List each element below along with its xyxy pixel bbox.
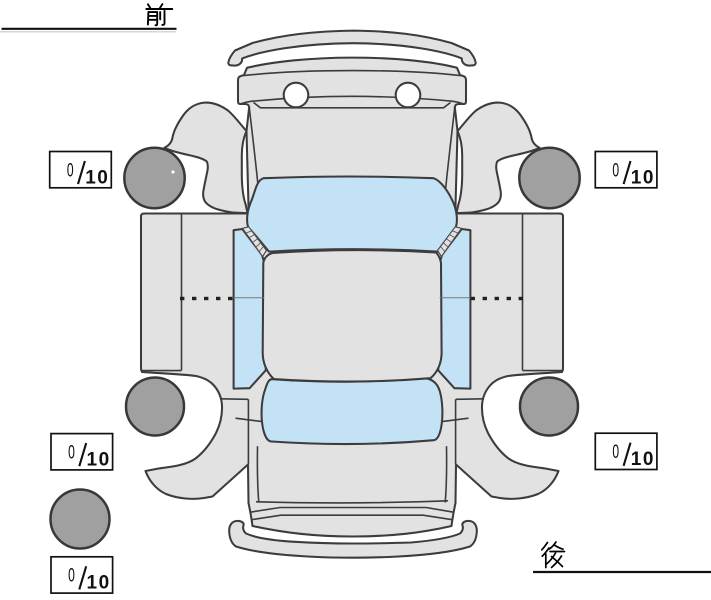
svg-text:10: 10 <box>87 573 111 594</box>
svg-text:0: 0 <box>612 159 619 181</box>
svg-text:0: 0 <box>612 441 619 463</box>
svg-text:10: 10 <box>85 167 109 188</box>
svg-text:10: 10 <box>631 167 655 188</box>
svg-text:0: 0 <box>68 565 75 587</box>
svg-text:0: 0 <box>67 159 74 181</box>
svg-text:10: 10 <box>631 449 655 470</box>
svg-text:10: 10 <box>87 450 111 471</box>
svg-text:0: 0 <box>68 442 75 464</box>
